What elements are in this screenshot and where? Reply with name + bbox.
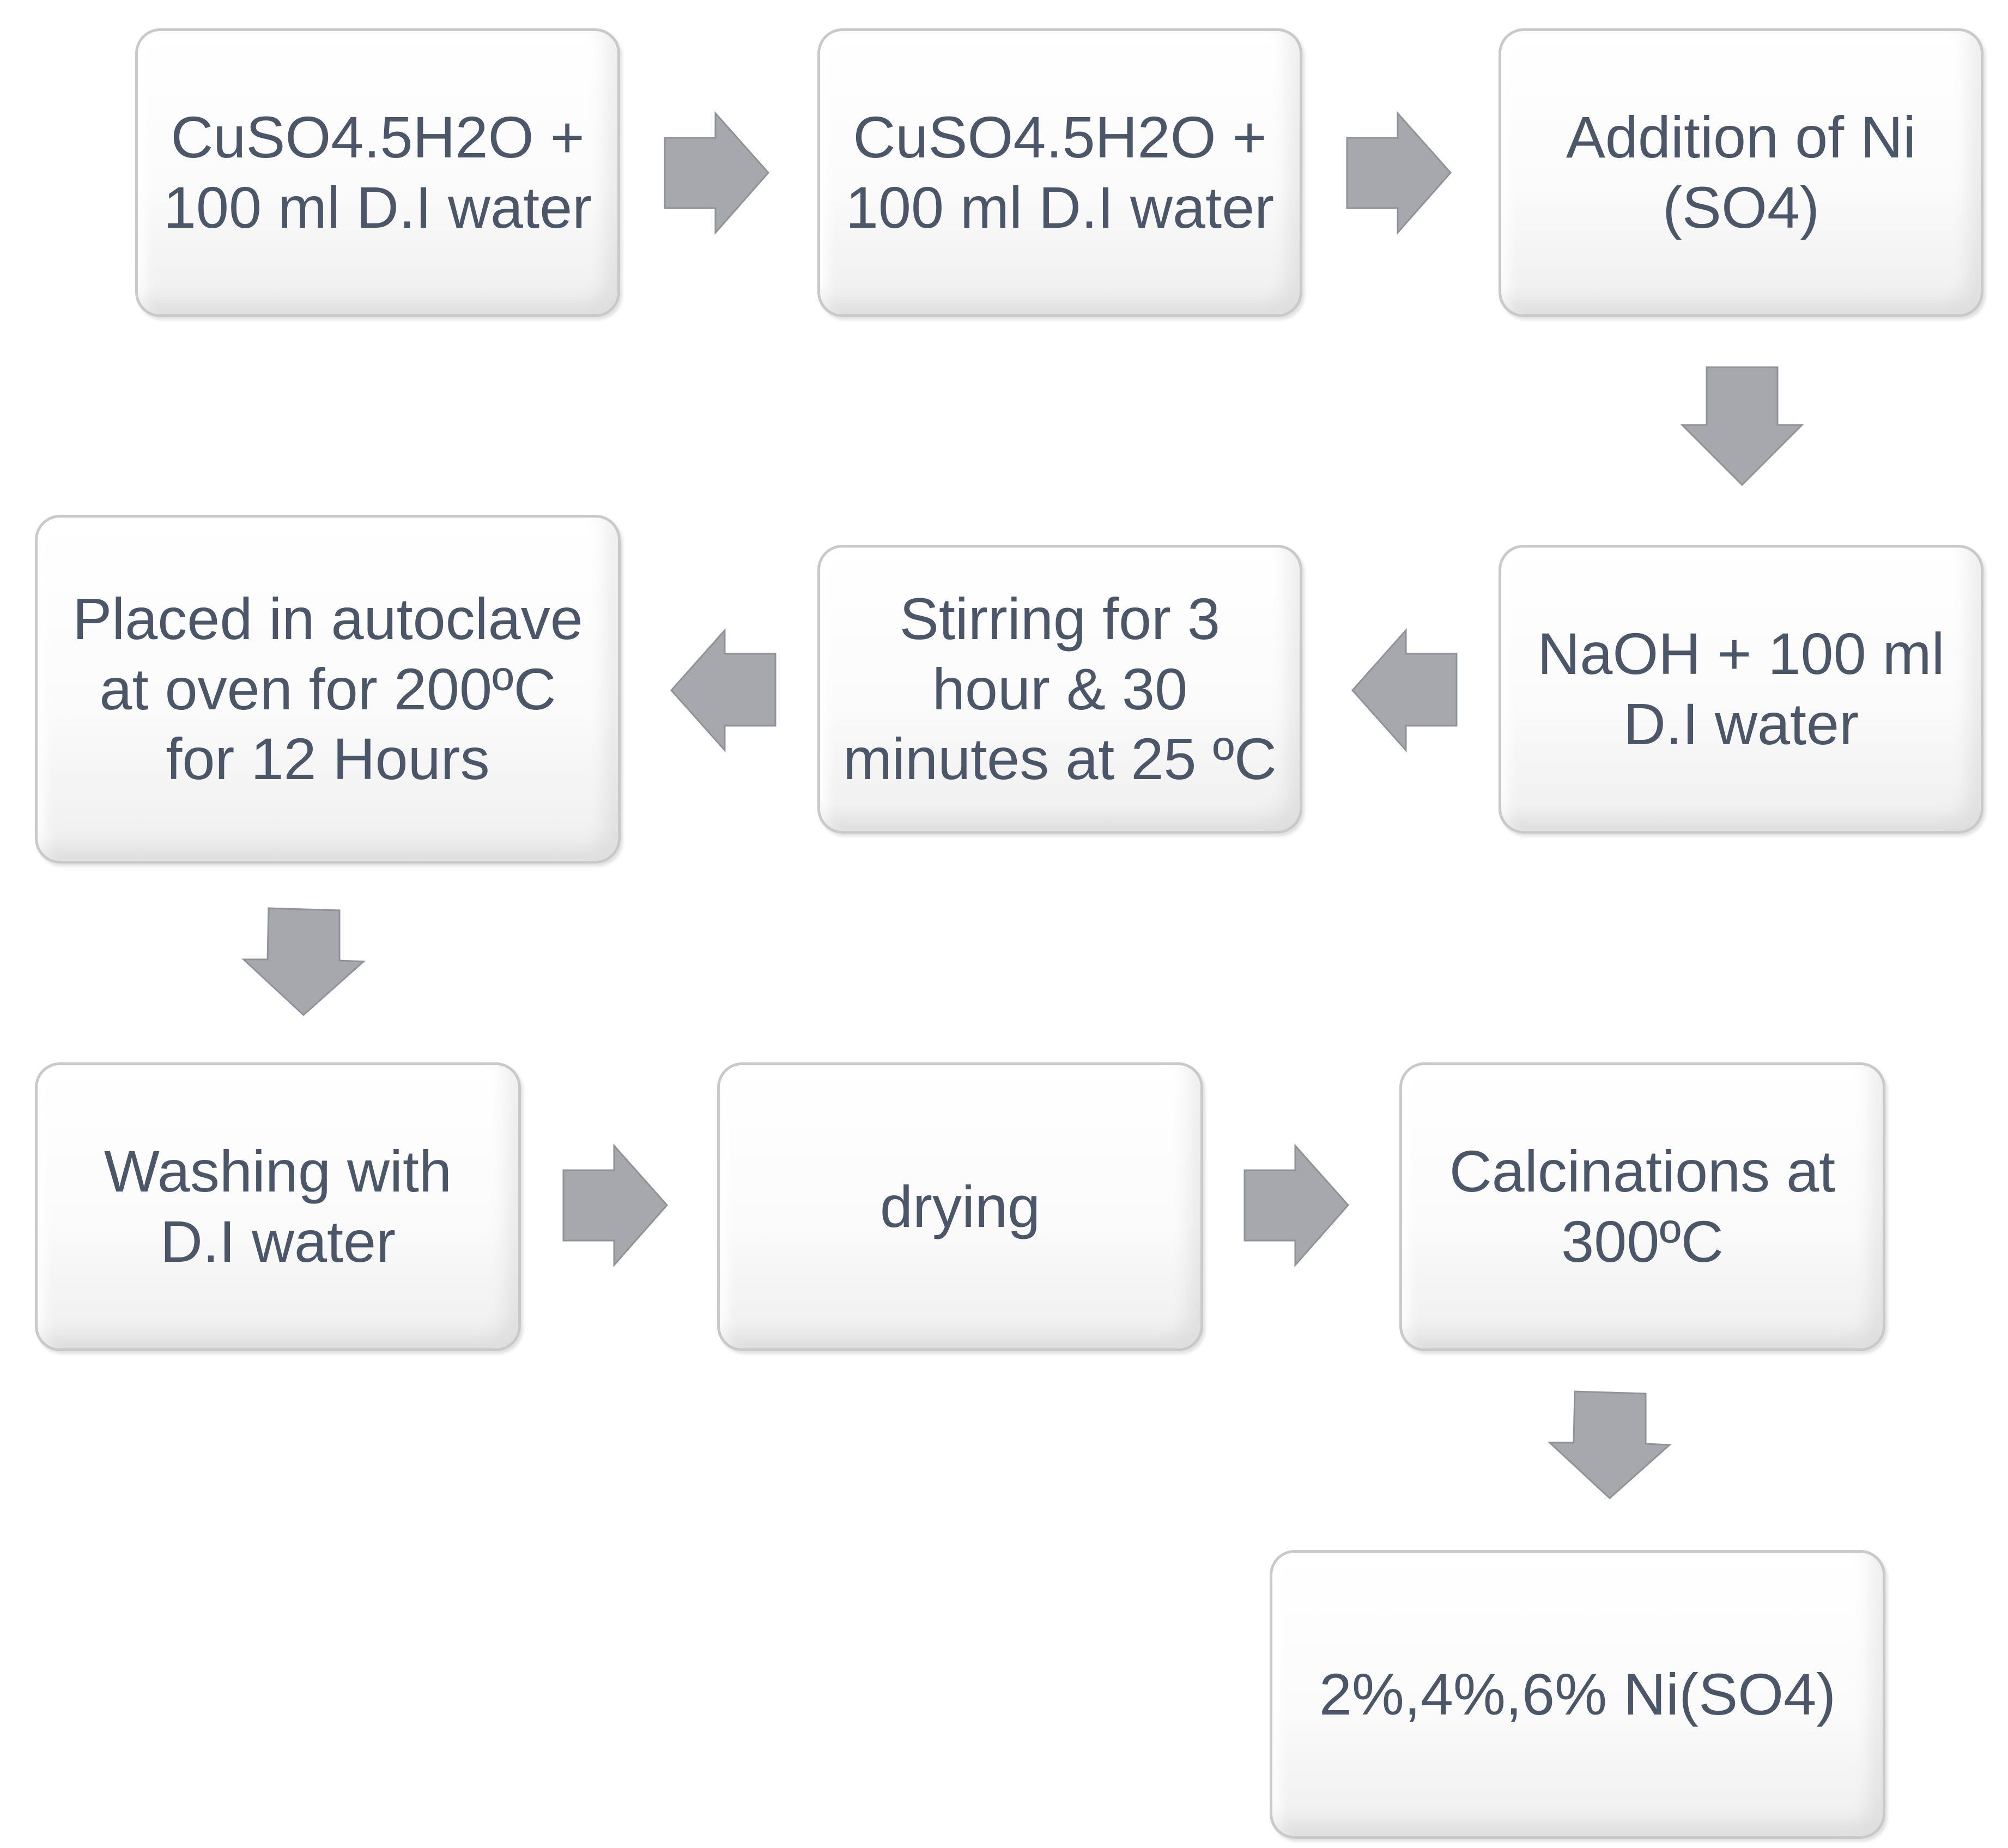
arrow-left-icon [670, 628, 776, 752]
step-label-2: CuSO4.5H2O + 100 ml D.I water [845, 104, 1275, 240]
step-label-7: Washing with D.I water [104, 1138, 452, 1274]
step-label-8: drying [879, 1173, 1041, 1239]
step-box-10: 2%,4%,6% Ni(SO4) [1270, 1550, 1885, 1839]
step-box-7: Washing with D.I water [35, 1062, 521, 1351]
step-label-5: Stirring for 3 hour & 30 minutes at 25 º… [843, 586, 1277, 792]
step-box-9: Calcinations at 300ºC [1399, 1062, 1885, 1351]
step-box-3: Addition of Ni (SO4) [1499, 28, 1983, 317]
step-label-3: Addition of Ni (SO4) [1566, 104, 1916, 240]
arrow-down-icon [241, 907, 366, 1017]
step-box-4: NaOH + 100 ml D.I water [1499, 545, 1983, 834]
step-box-2: CuSO4.5H2O + 100 ml D.I water [817, 28, 1302, 317]
step-label-10: 2%,4%,6% Ni(SO4) [1319, 1661, 1836, 1727]
arrow-left-icon [1351, 628, 1458, 752]
arrow-down-icon [1548, 1390, 1672, 1500]
step-label-6: Placed in autoclave at oven for 200ºC fo… [72, 586, 583, 792]
step-box-6: Placed in autoclave at oven for 200ºC fo… [35, 515, 621, 864]
arrow-right-icon [562, 1144, 669, 1267]
arrow-right-icon [1346, 111, 1452, 235]
step-label-1: CuSO4.5H2O + 100 ml D.I water [163, 104, 592, 240]
arrow-down-icon [1680, 366, 1804, 487]
step-label-9: Calcinations at 300ºC [1449, 1138, 1836, 1274]
step-box-5: Stirring for 3 hour & 30 minutes at 25 º… [817, 545, 1302, 834]
arrow-right-icon [664, 111, 770, 235]
step-box-8: drying [717, 1062, 1203, 1351]
step-label-4: NaOH + 100 ml D.I water [1537, 621, 1945, 757]
step-box-1: CuSO4.5H2O + 100 ml D.I water [135, 28, 620, 317]
arrow-right-icon [1243, 1144, 1350, 1267]
